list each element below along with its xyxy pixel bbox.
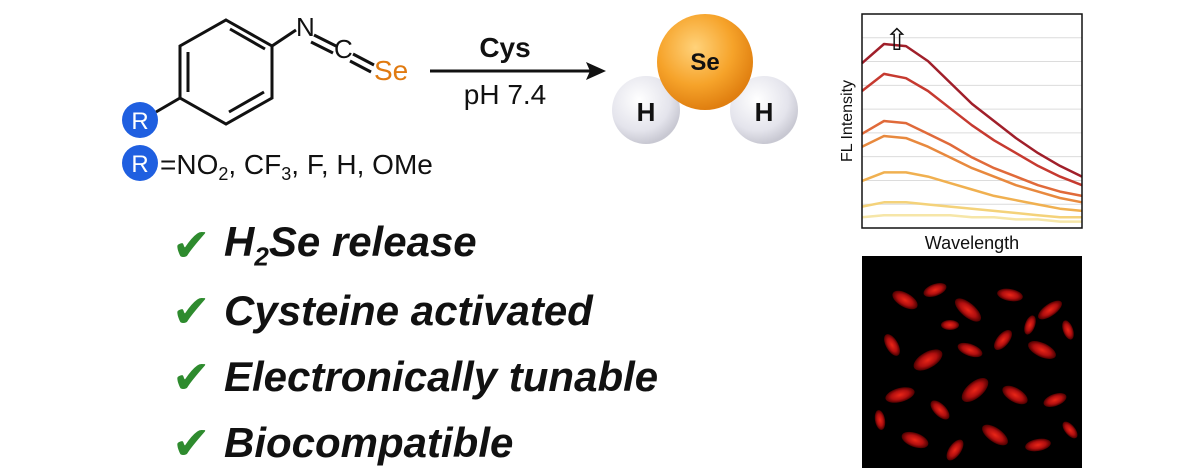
cell	[997, 288, 1023, 302]
cell	[941, 320, 959, 330]
atom-c: C	[334, 34, 353, 64]
atom-se: Se	[374, 55, 408, 86]
cell	[946, 439, 964, 461]
chart-series-line-1	[861, 201, 1082, 219]
cell	[1024, 315, 1036, 335]
benefit-h2se-release: ✔ H2Se release	[172, 212, 792, 278]
r-key-circle	[122, 145, 158, 181]
chart-series-line-0	[861, 213, 1082, 223]
reagent-label: Cys	[479, 32, 530, 63]
h-sphere-right	[730, 76, 798, 144]
benefit-text: H2Se release	[224, 217, 477, 272]
cell	[994, 330, 1012, 350]
atom-n: N	[296, 12, 315, 42]
cell	[913, 349, 943, 371]
cell	[930, 400, 950, 420]
benefit-electronically-tunable: ✔ Electronically tunable	[172, 344, 792, 410]
chart-series-line-4	[861, 119, 1083, 198]
check-icon: ✔	[172, 218, 211, 272]
condition-label: pH 7.4	[464, 79, 547, 110]
chart-series	[861, 42, 1083, 223]
cell	[884, 334, 900, 356]
r-key-label: R	[131, 151, 148, 178]
chart-series-line-5	[861, 72, 1083, 187]
check-icon: ✔	[172, 416, 211, 470]
product-h-right-label: H	[755, 97, 774, 127]
benefit-cysteine-activated: ✔ Cysteine activated	[172, 278, 792, 344]
benefit-list: ✔ H2Se release ✔ Cysteine activated ✔ El…	[172, 212, 792, 476]
cell	[957, 342, 983, 358]
cell	[1038, 300, 1062, 320]
increase-arrow-icon: ⇧	[884, 23, 909, 58]
r-group-circle	[122, 102, 158, 138]
product-h-left-label: H	[637, 97, 656, 127]
cell	[954, 298, 982, 322]
benefit-text: Biocompatible	[224, 419, 514, 466]
cell	[1062, 320, 1074, 340]
bond-ring-n	[271, 28, 297, 48]
cell	[1002, 385, 1028, 405]
fluorescence-chart: FL Intensity Wavelength ⇧	[839, 13, 1083, 253]
benefit-text: Cysteine activated	[224, 287, 593, 334]
check-icon: ✔	[172, 284, 211, 338]
cell	[892, 290, 918, 310]
h-sphere-left	[612, 76, 680, 144]
cell	[885, 387, 915, 403]
chart-series-line-2	[861, 171, 1083, 213]
cell-cluster	[874, 283, 1078, 461]
chart-ylabel: FL Intensity	[839, 80, 856, 162]
bond-c-se	[349, 52, 375, 74]
benzene-ring	[178, 18, 274, 126]
chart-series-line-3	[861, 134, 1083, 204]
se-sphere	[657, 14, 753, 110]
cell	[1062, 421, 1078, 439]
micrograph-background	[862, 256, 1082, 468]
substituent-list: =NO2, CF3, F, H, OMe	[160, 149, 433, 184]
chart-frame	[861, 13, 1083, 229]
benefit-text: Electronically tunable	[224, 353, 659, 400]
bond-n-c	[310, 33, 337, 55]
cell	[901, 431, 929, 449]
reaction-arrowhead	[586, 62, 606, 80]
check-icon: ✔	[172, 350, 211, 404]
cell	[1028, 341, 1056, 359]
bond-ring-r	[155, 96, 181, 114]
cell	[1043, 393, 1067, 407]
cell	[961, 378, 989, 402]
r-group-label: R	[131, 108, 148, 135]
chart-series-line-6	[861, 42, 1083, 178]
chart-xlabel: Wavelength	[925, 233, 1019, 253]
product-se-label: Se	[690, 49, 719, 76]
cell	[982, 424, 1008, 446]
cell	[1025, 438, 1051, 452]
cell	[874, 410, 886, 430]
cell-micrograph	[862, 256, 1082, 468]
benefit-biocompatible: ✔ Biocompatible	[172, 410, 792, 476]
cell	[923, 283, 947, 297]
